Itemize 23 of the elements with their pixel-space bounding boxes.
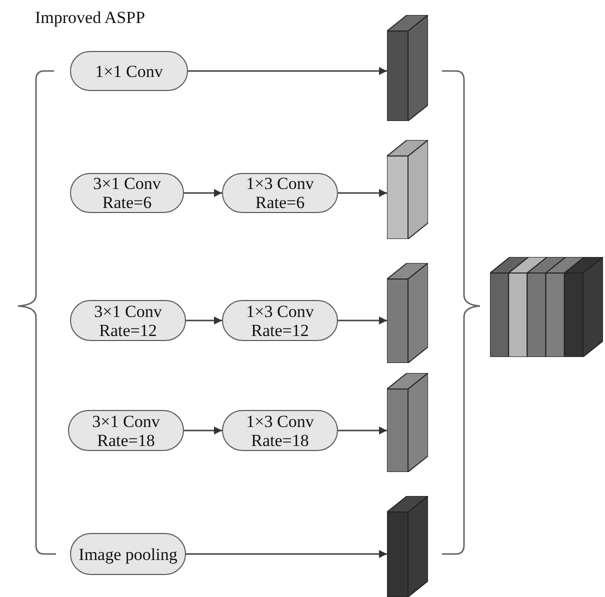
arrow (184, 426, 222, 434)
arrow (338, 316, 387, 324)
operation-pill: Image pooling (70, 533, 186, 575)
feature-map (387, 496, 428, 597)
operation-pill: 1×3 Conv Rate=18 (222, 410, 338, 451)
arrow (184, 189, 222, 197)
arrow (188, 67, 387, 75)
arrow (186, 550, 387, 558)
feature-map (387, 140, 428, 239)
operation-pill: 3×1 Conv Rate=18 (68, 410, 184, 451)
operation-pill: 1×1 Conv (70, 51, 188, 91)
concatenated-feature-map (490, 257, 603, 357)
feature-map (387, 373, 428, 472)
diagram-title: Improved ASPP (35, 8, 146, 28)
operation-pill: 1×3 Conv Rate=12 (222, 300, 338, 341)
feature-map (387, 15, 428, 121)
operation-pill: 3×1 Conv Rate=12 (70, 300, 186, 341)
arrow (338, 426, 387, 434)
arrow (338, 189, 387, 197)
arrow (186, 316, 222, 324)
operation-pill: 3×1 Conv Rate=6 (70, 173, 184, 213)
feature-map (387, 263, 428, 363)
operation-pill: 1×3 Conv Rate=6 (222, 173, 338, 213)
